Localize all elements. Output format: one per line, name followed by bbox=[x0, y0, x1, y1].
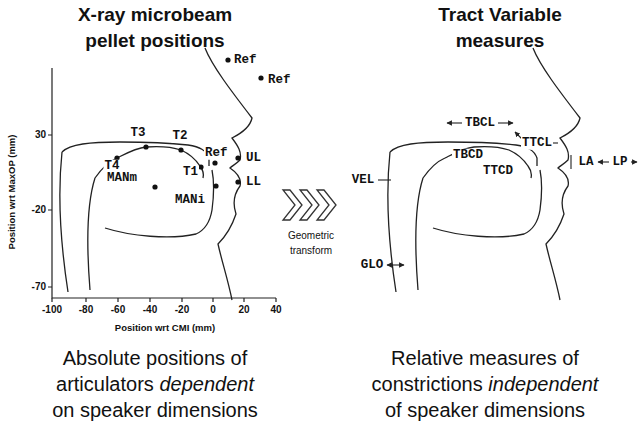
emphasis-word: dependent bbox=[159, 372, 254, 396]
pellet-dots bbox=[114, 57, 263, 189]
caption-line: articulatorsdependent bbox=[56, 372, 254, 396]
emphasis-word: independent bbox=[488, 372, 598, 396]
caption-text: Absolute positions of bbox=[63, 346, 248, 370]
tract-variable-label: TBCL bbox=[464, 117, 496, 130]
pellet-label: Ref bbox=[233, 54, 258, 67]
pellet-label: T4 bbox=[103, 160, 120, 173]
axes bbox=[48, 68, 276, 302]
tract-variable-label: LA bbox=[577, 156, 594, 169]
caption-line: constrictionsindependent bbox=[372, 372, 599, 396]
pellet-label: Ref bbox=[267, 74, 292, 87]
caption-text: articulators bbox=[56, 372, 154, 396]
axis-title: Position wrt MaxOP (mm) bbox=[7, 135, 17, 250]
caption-line: Relative measures of bbox=[391, 346, 579, 370]
axis-tick: -60 bbox=[111, 305, 125, 315]
vocal-tract-outline bbox=[388, 48, 580, 300]
axis-tick: -100 bbox=[42, 305, 62, 315]
caption-text: Relative measures of bbox=[391, 346, 579, 370]
vocal-tract-outline bbox=[60, 48, 252, 300]
transform-chevrons bbox=[283, 190, 336, 220]
axis-tick: -80 bbox=[79, 305, 93, 315]
axis-tick: -70 bbox=[32, 282, 46, 292]
axis-tick: -40 bbox=[143, 305, 157, 315]
caption-text: constrictions bbox=[372, 372, 483, 396]
transform-label: Geometric transform bbox=[274, 228, 348, 258]
axis-tick: -20 bbox=[32, 205, 46, 215]
axis-tick: 0 bbox=[210, 305, 216, 315]
tract-variable-label: TTCL bbox=[521, 137, 553, 150]
tract-variable-label: LP bbox=[611, 156, 628, 169]
axis-title: Position wrt CMI (mm) bbox=[115, 323, 215, 333]
axis-tick: 40 bbox=[270, 305, 281, 315]
pellet-label: UL bbox=[245, 152, 262, 165]
pellet-label: LL bbox=[245, 176, 262, 189]
axis-tick: 30 bbox=[35, 130, 46, 140]
panel-title: X-ray microbeam pellet positions bbox=[55, 2, 255, 54]
pellet-label: T2 bbox=[171, 130, 188, 143]
tract-variable-label: GLO bbox=[360, 259, 385, 272]
pellet-label: MANm bbox=[106, 172, 138, 185]
pellet-label: MANi bbox=[174, 194, 206, 207]
caption-text: of speaker dimensions bbox=[385, 398, 585, 422]
tract-variable-label: TTCD bbox=[482, 165, 514, 178]
tract-variable-label: TBCD bbox=[452, 149, 484, 162]
axis-tick: 20 bbox=[238, 305, 249, 315]
caption-line: of speaker dimensions bbox=[385, 398, 585, 422]
pellet-label: T1 bbox=[182, 166, 199, 179]
pellet-label: T3 bbox=[129, 127, 146, 140]
caption-text: on speaker dimensions bbox=[52, 398, 258, 422]
axis-tick: -20 bbox=[175, 305, 189, 315]
caption-line: Absolute positions of bbox=[63, 346, 248, 370]
pellet-label: Ref bbox=[204, 147, 229, 160]
caption-line: on speaker dimensions bbox=[52, 398, 258, 422]
panel-title: Tract Variable measures bbox=[400, 2, 600, 54]
tract-variable-arrows bbox=[378, 123, 637, 265]
tract-variable-label: VEL bbox=[351, 174, 376, 187]
